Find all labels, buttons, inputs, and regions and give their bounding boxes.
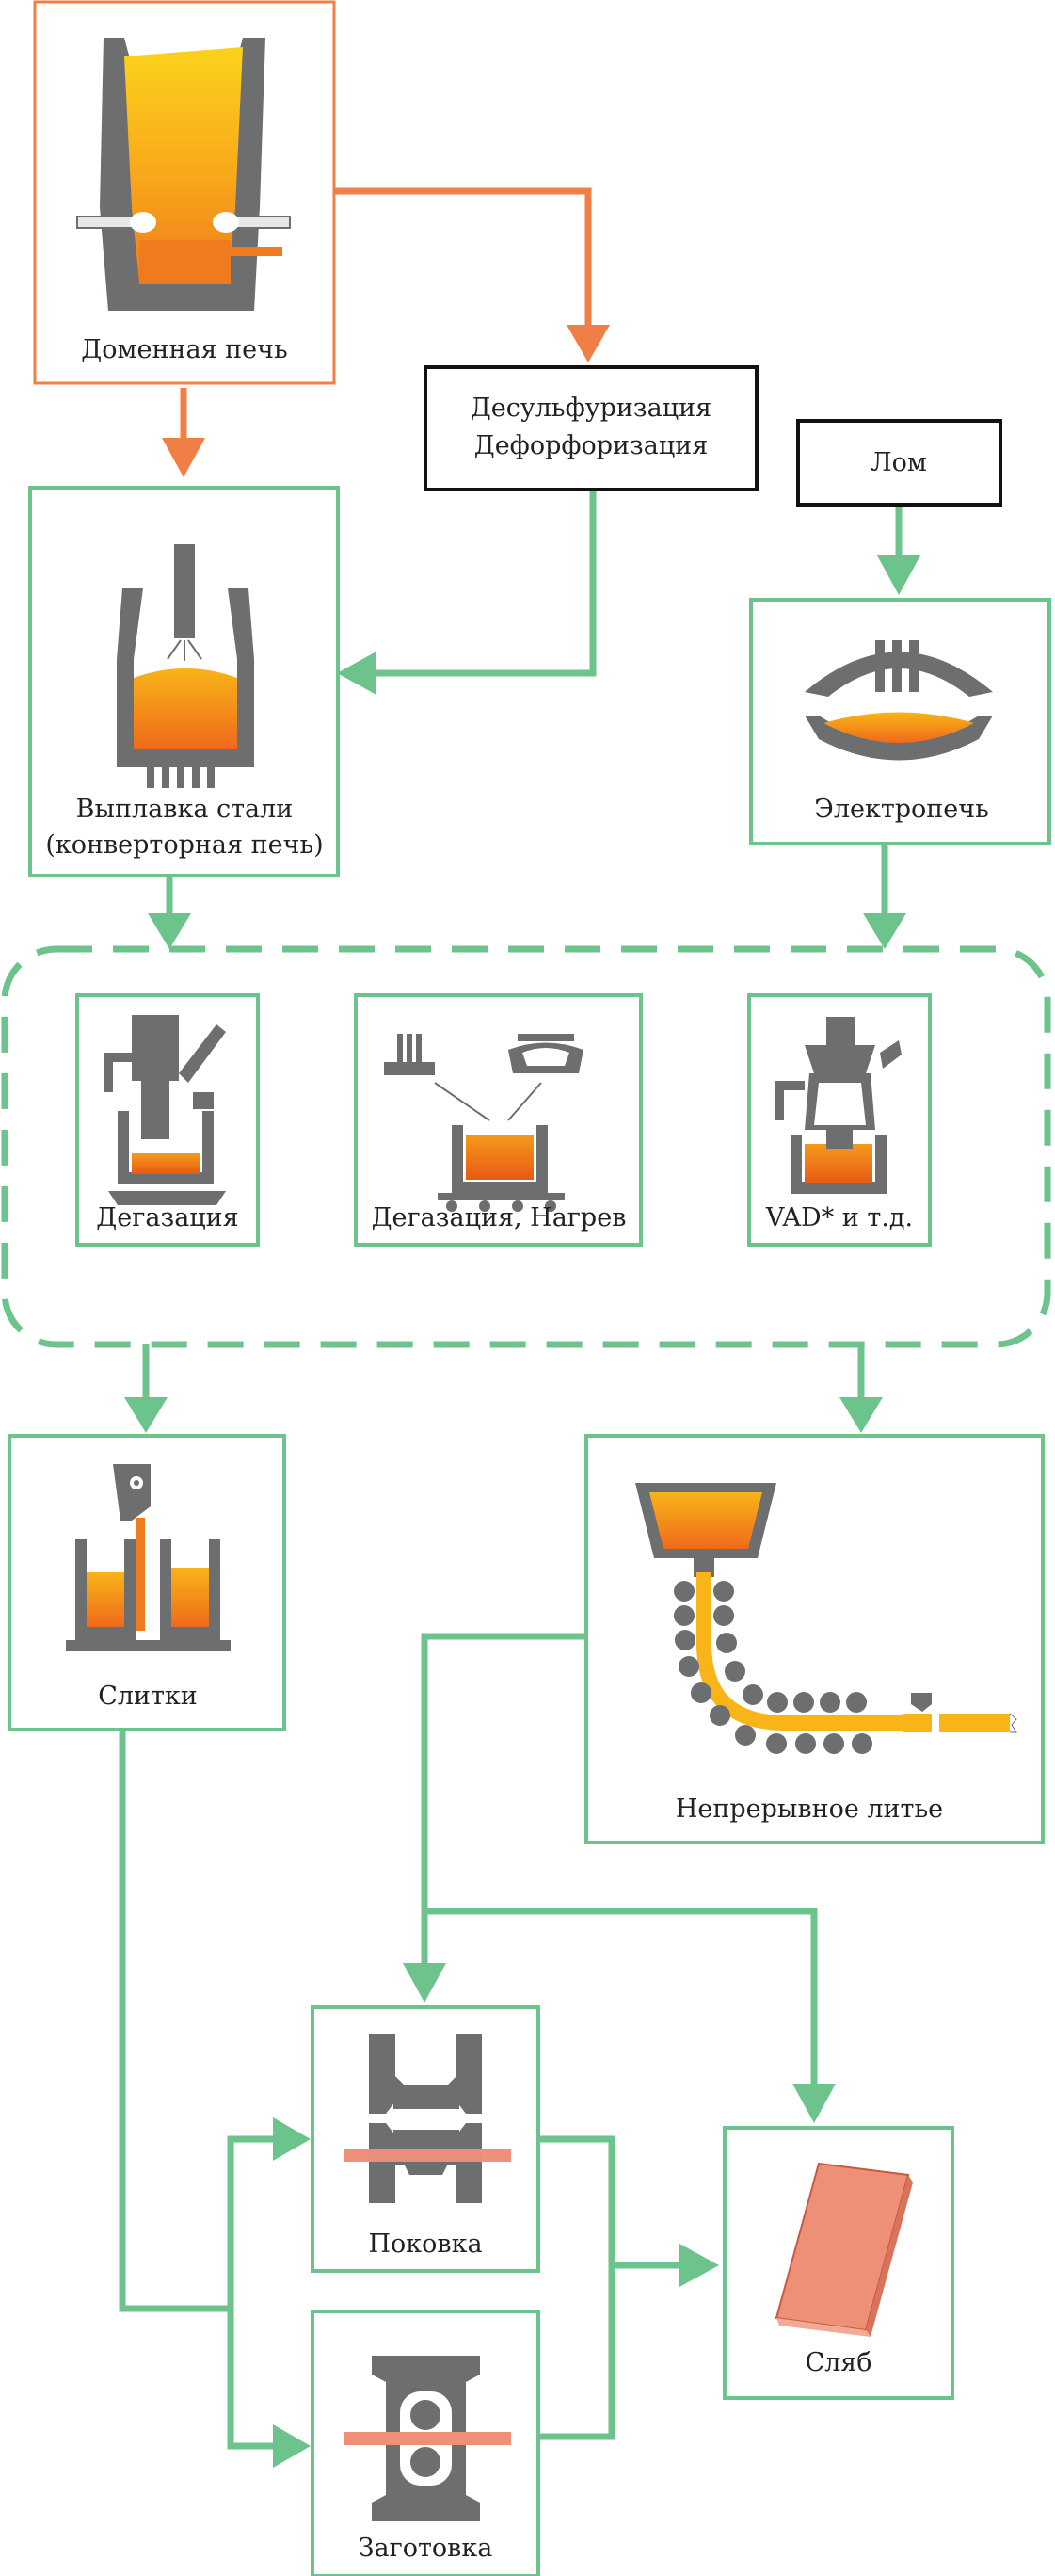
arrow-head (273, 2117, 311, 2161)
arrow-head (403, 1963, 446, 2003)
connector-ingots-to-billet (227, 2309, 275, 2450)
node-scrap: Лом (796, 419, 1002, 507)
slab-label: Сляб (805, 2348, 871, 2377)
node-continuous-casting: Непрерывное литье (584, 1434, 1045, 1844)
forging-label: Поковка (368, 2230, 482, 2259)
arrow-head (863, 913, 906, 949)
connector-caster-to-slab (424, 1908, 818, 2084)
ingot-casting-icon (66, 1464, 231, 1651)
node-degassing: Дегазация (75, 993, 260, 1247)
arrow-head (162, 438, 205, 477)
arrowheads (124, 325, 920, 2468)
electric-arc-furnace-icon (805, 640, 993, 761)
blast-furnace-icon (76, 38, 291, 311)
vad-label: VAD* и т.д. (765, 1203, 913, 1232)
degassing-label: Дегазация (96, 1203, 238, 1232)
degassing-heating-label: Дегазация, Нагрев (372, 1203, 627, 1232)
connector-ingots-to-forging (227, 2135, 275, 2309)
arrow-head (567, 325, 610, 362)
caster-label: Непрерывное литье (676, 1795, 943, 1824)
node-vad: VAD* и т.д. (747, 993, 932, 1247)
arrow-head (337, 652, 376, 695)
arrow-head (877, 555, 920, 595)
connector-desulf-to-converter (376, 491, 597, 677)
arrow-head (124, 1397, 168, 1433)
ingots-label: Слитки (98, 1682, 198, 1711)
connector-bf-to-desulf (334, 187, 592, 325)
arrow-head (839, 1397, 883, 1433)
billet-label: Заготовка (359, 2534, 493, 2563)
slab-icon (775, 2162, 913, 2337)
desulf-label-line1: Десульфуризация (471, 394, 711, 423)
flow-connectors (119, 491, 903, 2450)
billet-rolling-icon (344, 2356, 511, 2521)
converter-label-line1: Выплавка стали (76, 795, 294, 824)
node-desulfurization: Десульфуризация Дефорфоризация (424, 365, 759, 491)
connector-forging-to-slab (538, 2135, 682, 2269)
node-billet: Заготовка (311, 2310, 540, 2576)
forging-press-icon (344, 2034, 511, 2203)
node-forging: Поковка (311, 2005, 540, 2273)
secondary-refining-group (1, 945, 1051, 1348)
converter-icon (117, 544, 254, 788)
connector-caster-branch (421, 1633, 585, 1963)
node-converter: Выплавка стали (конверторная печь) (28, 486, 340, 877)
converter-label-line2: (конверторная печь) (45, 830, 323, 860)
continuous-caster-icon (635, 1483, 1017, 1754)
scrap-label: Лом (871, 448, 927, 477)
vad-icon (775, 1017, 902, 1194)
node-ingots: Слитки (8, 1434, 286, 1731)
node-slab: Сляб (723, 2126, 954, 2400)
connector-ingots-down (119, 1730, 231, 2312)
arrow-head (148, 913, 191, 949)
blast-furnace-label: Доменная печь (81, 335, 287, 364)
arrow-head (792, 2084, 836, 2123)
node-blast-furnace: Доменная печь (33, 0, 336, 385)
arrow-head (273, 2424, 311, 2468)
flow-connectors-hot-metal (180, 187, 592, 438)
connector-billet-to-slab (538, 2265, 615, 2440)
ladle-heating-icon (384, 1034, 583, 1212)
desulf-label-line2: Дефорфоризация (474, 431, 708, 460)
node-degassing-heating: Дегазация, Нагрев (354, 993, 643, 1247)
vacuum-degassing-icon (104, 1015, 226, 1205)
node-electric-furnace: Электропечь (749, 598, 1051, 845)
eaf-label: Электропечь (814, 795, 989, 824)
arrow-head (679, 2244, 719, 2287)
